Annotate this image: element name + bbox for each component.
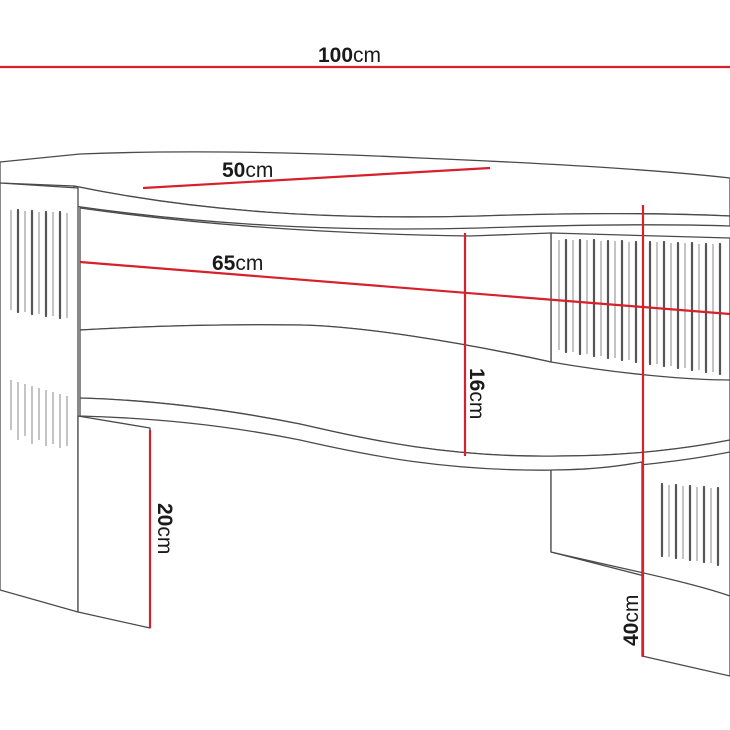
table-outline bbox=[0, 151, 730, 677]
label-shelf-width: 65cm bbox=[212, 252, 263, 275]
label-lower-clearance: 20cm bbox=[153, 503, 176, 554]
left-lower-leg bbox=[77, 415, 151, 629]
label-shelf-gap: 16cm bbox=[465, 368, 488, 419]
left-end-panel-slats bbox=[10, 208, 68, 448]
dim-line-depth bbox=[142, 166, 491, 190]
dimension-lines bbox=[0, 65, 730, 657]
dimension-labels: 100cm 50cm 65cm 16cm 20cm 40cm bbox=[153, 44, 643, 646]
label-height: 40cm bbox=[620, 595, 643, 646]
middle-shelf-front-edge bbox=[79, 397, 730, 471]
tabletop-front-edge bbox=[73, 185, 730, 230]
label-width: 100cm bbox=[318, 44, 381, 67]
label-depth: 50cm bbox=[222, 159, 273, 182]
dim-line-shelf-width bbox=[79, 260, 730, 316]
